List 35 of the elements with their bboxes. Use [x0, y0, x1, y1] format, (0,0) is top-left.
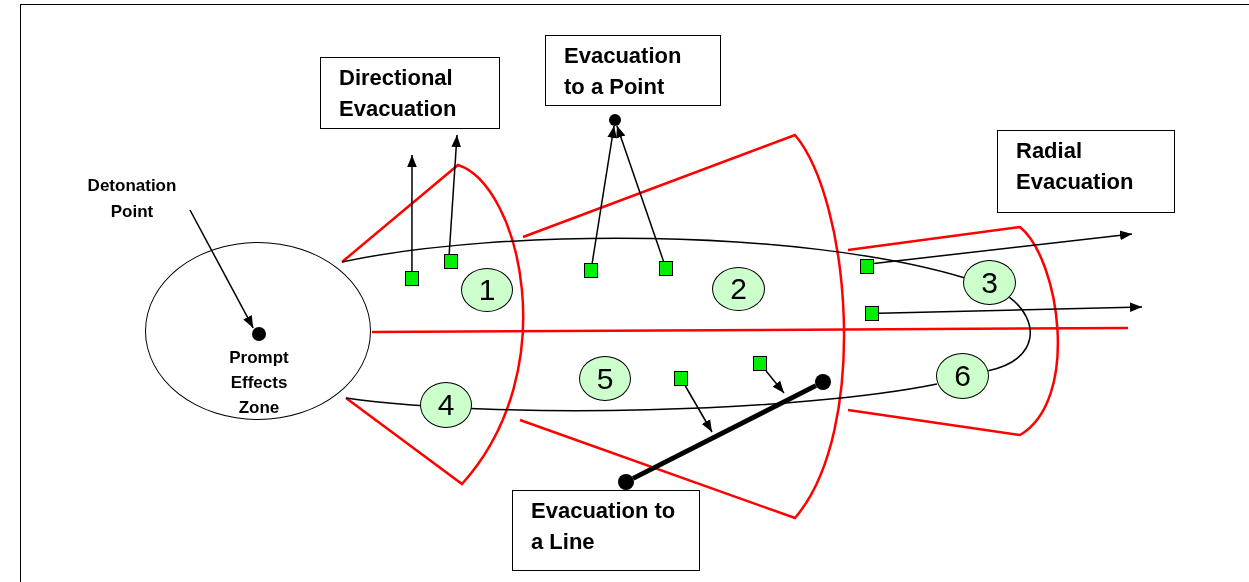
arrow [616, 124, 665, 262]
arrow [448, 134, 461, 255]
connector-curve [987, 296, 1031, 372]
zone-number-circle: 2 [712, 267, 765, 311]
evacuee-square [753, 356, 767, 371]
point-marker [609, 114, 621, 126]
evacuee-square [860, 259, 874, 274]
evacuee-square [405, 271, 419, 286]
arrow [407, 154, 417, 272]
zone-number-circle: 6 [936, 353, 989, 399]
point-marker [815, 374, 831, 390]
evacuee-square [865, 306, 879, 321]
arrow [873, 230, 1133, 265]
evacuee-square [674, 371, 688, 386]
evacuee-square [659, 261, 673, 276]
evacuee-square [584, 263, 598, 278]
evacuation-line [632, 383, 817, 481]
arrow [189, 209, 254, 329]
point-marker [252, 327, 266, 341]
arrow [591, 125, 617, 264]
zone-number-circle: 3 [963, 260, 1016, 305]
arrow [765, 370, 785, 394]
zone-number-circle: 4 [420, 382, 472, 428]
label-box: Directional Evacuation [320, 57, 500, 129]
zone-label: Prompt Effects Zone [228, 347, 290, 419]
label-box: Evacuation to a Point [545, 35, 721, 106]
zone-number-circle: 5 [579, 356, 631, 401]
point-marker [618, 474, 634, 490]
label-box: Evacuation to a Line [512, 490, 700, 571]
label-box: Radial Evacuation [997, 130, 1175, 213]
arrow [684, 385, 713, 433]
callout-text: Detonation Point [72, 173, 192, 227]
arrow [878, 302, 1143, 315]
evacuee-square [444, 254, 458, 269]
zone-number-circle: 1 [461, 268, 513, 312]
